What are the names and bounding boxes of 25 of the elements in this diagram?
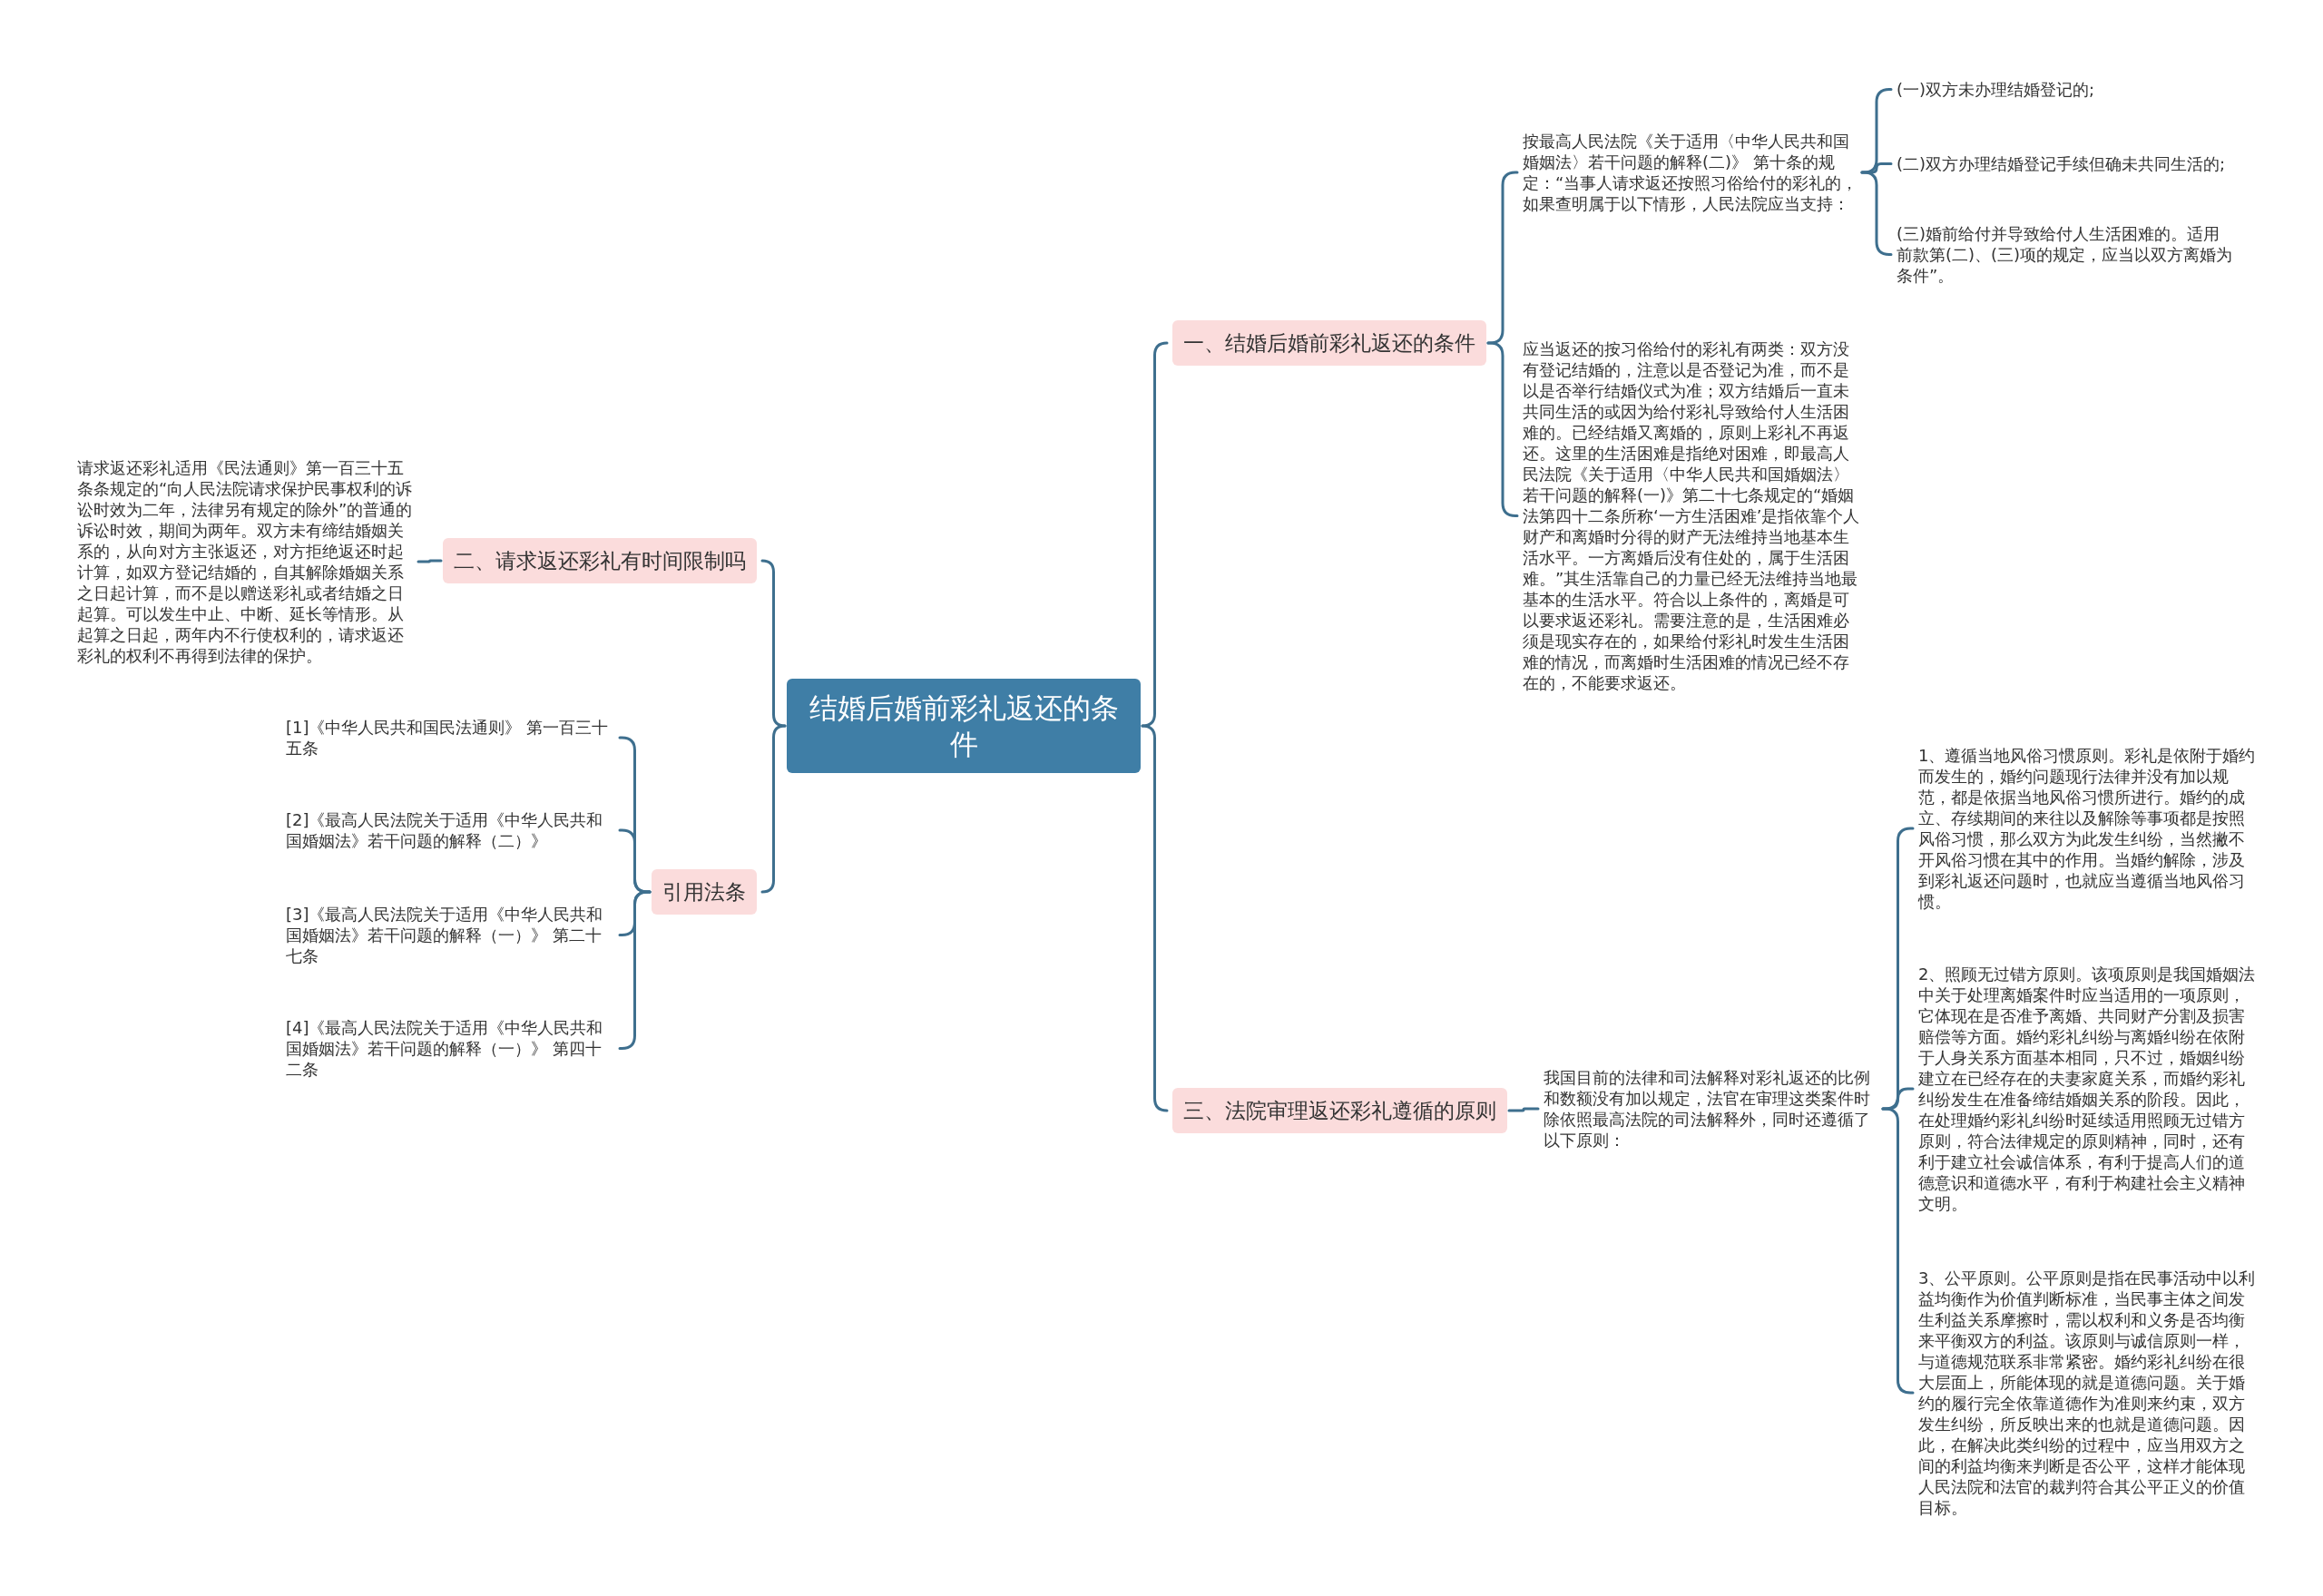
connector-line	[1141, 724, 1169, 1112]
note-text: [3]《最高人民法院关于适用《中华人民共和国婚姻法》若干问题的解释（一）》 第二十七条	[286, 903, 614, 966]
connector-line	[1507, 1107, 1540, 1112]
topic-box: 引用法条	[652, 869, 757, 915]
central-topic-box: 结婚后婚前彩礼返还的条件	[787, 679, 1141, 773]
note-text: 2、照顾无过错方原则。该项原则是我国婚姻法中关于处理离婚案件时应当适用的一项原则，它体现在是否准予离婚、共同财产分割及损害赔偿等方面。婚约彩礼纠纷与离婚纠纷在依附于人身关系方面基本相同，只不过，婚姻纠纷建立在已经存在的夫妻家庭关系，而婚约彩礼纠纷发生在准备缔结婚姻关系的阶段。因此，在处理婚约彩礼纠纷时延续适用照顾无过错方原则，符合法律规定的原则精神，同时，还有利于建立社会诚信体系，有利于提高人们的道德意识和道德水平，有利于构建社会主义精神文明。	[1918, 964, 2256, 1214]
connector-line	[417, 559, 443, 563]
topic-box: 一、结婚后婚前彩礼返还的条件	[1172, 320, 1486, 366]
connector-line	[760, 724, 787, 894]
note-text: (三)婚前给付并导致给付人生活困难的。适用前款第(二)、(三)项的规定，应当以双方离婚为条件”。	[1897, 222, 2234, 286]
note-text: [4]《最高人民法院关于适用《中华人民共和国婚姻法》若干问题的解释（一）》 第四十二条	[286, 1016, 614, 1080]
note-text: 应当返还的按习俗给付的彩礼有两类：双方没有登记结婚的，注意以是否登记为准，而不是以是否举行结婚仪式为准；双方结婚后一直未共同生活的或因为给付彩礼导致给付人生活困难的。已经结婚又离婚的，原则上彩礼不再返还。这里的生活困难是指绝对困难，即最高人民法院《关于适用〈中华人民共和国婚姻法〉若干问题的解释(一)》第二十七条规定的“婚姻法第四十二条所称‘一方生活困难’是指依靠个人财产和离婚时分得的财产无法维持当地基本生活水平。一方离婚后没有住处的，属于生活困难。”其生活靠自己的力量已经无法维持当地最基本的生活水平。符合以上条件的，离婚是可以要求返还彩礼。需要注意的是，生活困难必须是现实存在的，如果给付彩礼时发生生活困难的情况，而离婚时生活困难的情况已经不存在的，不能要求返还。	[1523, 338, 1860, 693]
connector-line	[760, 559, 787, 728]
topic-box: 三、法院审理返还彩礼遵循的原则	[1172, 1088, 1507, 1133]
note-text: [2]《最高人民法院关于适用《中华人民共和国婚姻法》若干问题的解释（二）》	[286, 809, 614, 851]
note-text: 3、公平原则。公平原则是指在民事活动中以利益均衡作为价值判断标准，当民事主体之间发生利益关系摩擦时，需以权利和义务是否均衡来平衡双方的利益。该原则与诚信原则一样，与道德规范联系非常紧密。婚约彩礼纠纷在很大层面上，所能体现的就是道德问题。关于婚约的履行完全依靠道德作为准则来约束，双方发生纠纷，所反映出来的也就是道德问题。因此，在解决此类纠纷的过程中，应当用双方之间的利益均衡来判断是否公平，这样才能体现人民法院和法官的裁判符合其公平正义的价值目标。	[1918, 1268, 2256, 1518]
note-text: (二)双方办理结婚登记手续但确未共同生活的;	[1897, 152, 2296, 174]
note-text: (一)双方未办理结婚登记的;	[1897, 78, 2278, 100]
note-text: [1]《中华人民共和国民法通则》 第一百三十五条	[286, 717, 614, 759]
note-text: 1、遵循当地风俗习惯原则。彩礼是依附于婚约而发生的，婚约问题现行法律并没有加以规范，都是依据当地风俗习惯所进行。婚约的成立、存续期间的来往以及解除等事项都是按照风俗习惯，那么双方为此发生纠纷，当然撇不开风俗习惯在其中的作用。当婚约解除，涉及到彩礼返还问题时，也就应当遵循当地风俗习惯。	[1918, 745, 2256, 912]
note-text: 请求返还彩礼适用《民法通则》第一百三十五条条规定的“向人民法院请求保护民事权利的诉讼时效为二年，法律另有规定的除外”的普通的诉讼时效，期间为两年。双方未有缔结婚姻关系的，从向对方主张返还，对方拒绝返还时起计算，如双方登记结婚的，自其解除婚姻关系之日起计算，而不是以赠送彩礼或者结婚之日起算。可以发生中止、中断、延长等情形。从起算之日起，两年内不行使权利的，请求返还彩礼的权利不再得到法律的保护。	[77, 457, 413, 666]
topic-box: 二、请求返还彩礼有时间限制吗	[443, 538, 757, 583]
note-text: 按最高人民法院《关于适用〈中华人民共和国婚姻法〉若干问题的解释(二)》 第十条的规定：“当事人请求返还按照习俗给付的彩礼的，如果查明属于以下情形，人民法院应当支持：	[1523, 131, 1860, 214]
connector-line	[1141, 341, 1169, 728]
note-text: 我国目前的法律和司法解释对彩礼返还的比例和数额没有加以规定，法官在审理这类案件时除依照最高法院的司法解释外，同时还遵循了以下原则：	[1544, 1067, 1881, 1150]
